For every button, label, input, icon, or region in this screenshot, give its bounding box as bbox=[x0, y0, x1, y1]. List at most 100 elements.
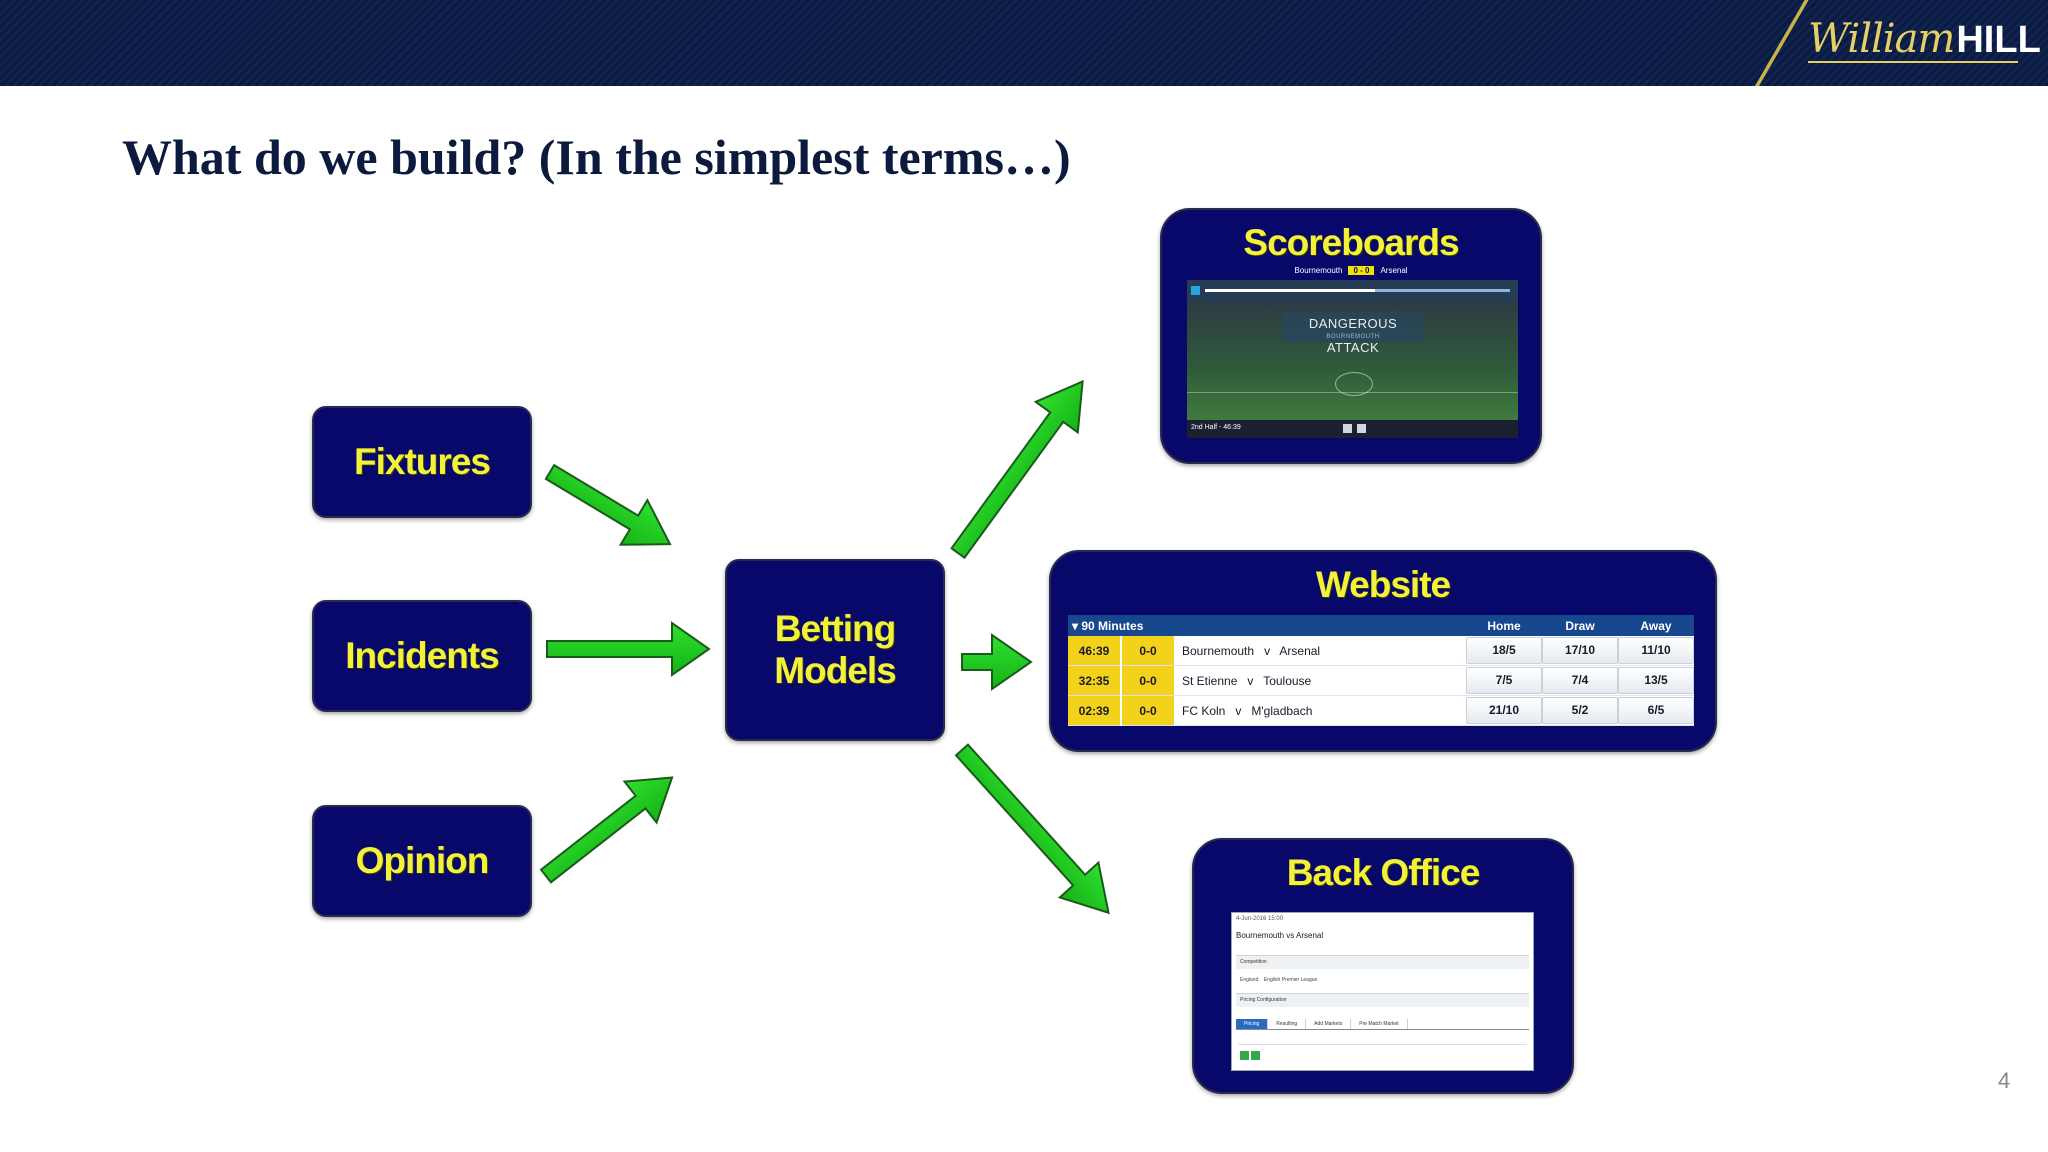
header-period: ▾ 90 Minutes bbox=[1068, 615, 1466, 636]
back-office-title: Back Office bbox=[1286, 852, 1481, 893]
odds-table-header: ▾ 90 Minutes Home Draw Away bbox=[1068, 615, 1694, 636]
event-name: Bournemouth vs Arsenal bbox=[1236, 931, 1324, 940]
input-label-incidents: Incidents bbox=[345, 635, 499, 676]
row-home: Bournemouth bbox=[1182, 643, 1255, 658]
row-home: FC Koln bbox=[1182, 703, 1226, 718]
filter-icon bbox=[1191, 286, 1200, 295]
odds-draw-cell[interactable]: 5/2 bbox=[1542, 695, 1618, 726]
row-match: Bournemouth v Arsenal bbox=[1174, 636, 1466, 666]
row-v: v bbox=[1264, 643, 1271, 658]
odds-away-cell[interactable]: 13/5 bbox=[1618, 665, 1694, 696]
row-score: 0-0 bbox=[1120, 636, 1174, 666]
betting-models-line1: Betting bbox=[774, 608, 896, 649]
odds-home[interactable]: 21/10 bbox=[1466, 697, 1542, 724]
odds-home-cell[interactable]: 21/10 bbox=[1466, 695, 1542, 726]
event-date: 4-Jun-2016 15:00 bbox=[1236, 916, 1284, 922]
input-label-fixtures: Fixtures bbox=[354, 441, 491, 482]
william-hill-logo: William HILL bbox=[1808, 16, 2041, 64]
scoreboards-title: Scoreboards bbox=[1243, 222, 1459, 263]
logo-underline bbox=[1808, 61, 2018, 63]
live-score: 0 - 0 bbox=[1348, 266, 1375, 275]
header-bar bbox=[0, 0, 2048, 86]
header-home: Home bbox=[1466, 615, 1542, 636]
back-office-buttons bbox=[1240, 1051, 1260, 1060]
output-box-website: Website ▾ 90 Minutes Home Draw Away 46:3… bbox=[1049, 550, 1717, 752]
add-button[interactable] bbox=[1240, 1051, 1249, 1060]
row-away: Toulouse bbox=[1263, 673, 1312, 688]
match-clock: 2nd Half - 46:39 bbox=[1191, 424, 1241, 431]
input-box-opinion: Opinion bbox=[312, 805, 532, 917]
row-home: St Etienne bbox=[1182, 673, 1238, 688]
odds-draw[interactable]: 7/4 bbox=[1542, 667, 1618, 694]
timeline-progress bbox=[1205, 289, 1375, 292]
odds-home[interactable]: 18/5 bbox=[1466, 637, 1542, 664]
scoreboard-teams: Bournemouth 0 - 0 Arsenal bbox=[1162, 266, 1540, 275]
home-team: Bournemouth bbox=[1294, 266, 1343, 275]
odds-draw[interactable]: 17/10 bbox=[1542, 637, 1618, 664]
page-number: 4 bbox=[1998, 1068, 2011, 1093]
row-clock: 46:39 bbox=[1068, 636, 1121, 666]
tab-pricing[interactable]: Pricing bbox=[1236, 1019, 1269, 1029]
country-value: England bbox=[1240, 977, 1259, 983]
event-banner: DANGEROUS ATTACK BOURNEMOUTH bbox=[1283, 312, 1423, 355]
input-box-fixtures: Fixtures bbox=[312, 406, 532, 518]
arrow-models-to-website bbox=[961, 633, 1033, 691]
row-score: 0-0 bbox=[1120, 665, 1174, 696]
odds-draw-cell[interactable]: 17/10 bbox=[1542, 636, 1618, 666]
row-away: M'gladbach bbox=[1251, 703, 1313, 718]
odds-home-cell[interactable]: 7/5 bbox=[1466, 665, 1542, 696]
event-team: BOURNEMOUTH bbox=[1326, 334, 1380, 340]
arrow-incidents-to-models bbox=[546, 621, 711, 677]
arrow-fixtures-to-models bbox=[544, 463, 672, 546]
slide-title: What do we build? (In the simplest terms… bbox=[122, 129, 1071, 185]
tab-pre-match-market[interactable]: Pre Match Market bbox=[1351, 1019, 1408, 1029]
arrow-opinion-to-models bbox=[539, 776, 674, 884]
betting-models-box: Betting Models bbox=[725, 559, 945, 741]
scoreboard-preview: DANGEROUS ATTACK BOURNEMOUTH 2nd Half - … bbox=[1187, 280, 1518, 438]
row-v: v bbox=[1247, 673, 1254, 688]
header-away: Away bbox=[1618, 615, 1694, 636]
pricing-fields bbox=[1238, 1034, 1527, 1045]
row-clock: 02:39 bbox=[1068, 695, 1121, 726]
tab-add-markets[interactable]: Add Markets bbox=[1306, 1019, 1352, 1029]
logo-bold-text: HILL bbox=[1956, 19, 2041, 61]
arrow-models-to-back-office bbox=[954, 743, 1110, 915]
odds-draw-cell[interactable]: 7/4 bbox=[1542, 665, 1618, 696]
back-office-preview: 4-Jun-2016 15:00 Bournemouth vs Arsenal … bbox=[1231, 912, 1534, 1071]
competition-section: Competition bbox=[1236, 955, 1529, 969]
period-label: 90 Minutes bbox=[1081, 618, 1144, 633]
scoreboard-timeline bbox=[1187, 280, 1518, 302]
chat-icon bbox=[1357, 424, 1366, 433]
input-label-opinion: Opinion bbox=[355, 840, 490, 881]
table-row[interactable]: 02:39 0-0 FC Koln v M'gladbach 21/10 5/2… bbox=[1068, 695, 1694, 726]
tab-resulting[interactable]: Resulting bbox=[1268, 1019, 1307, 1029]
table-row[interactable]: 32:35 0-0 St Etienne v Toulouse 7/5 7/4 … bbox=[1068, 665, 1694, 696]
league-value: English Premier League bbox=[1263, 977, 1318, 983]
table-row[interactable]: 46:39 0-0 Bournemouth v Arsenal 18/5 17/… bbox=[1068, 636, 1694, 666]
odds-table: ▾ 90 Minutes Home Draw Away 46:39 0-0 Bo… bbox=[1068, 615, 1694, 726]
grid-icon bbox=[1343, 424, 1352, 433]
odds-away-cell[interactable]: 11/10 bbox=[1618, 636, 1694, 666]
row-match: FC Koln v M'gladbach bbox=[1174, 695, 1466, 726]
play-button[interactable] bbox=[1251, 1051, 1260, 1060]
row-clock: 32:35 bbox=[1068, 665, 1121, 696]
odds-home-cell[interactable]: 18/5 bbox=[1466, 636, 1542, 666]
input-box-incidents: Incidents bbox=[312, 600, 532, 712]
odds-away-cell[interactable]: 6/5 bbox=[1618, 695, 1694, 726]
output-box-scoreboards: Scoreboards DANGEROUS ATTACK BOURNEMOUTH… bbox=[1160, 208, 1542, 464]
scoreboard-footer: 2nd Half - 46:39 bbox=[1187, 420, 1518, 438]
scoreboard-pitch: DANGEROUS ATTACK BOURNEMOUTH bbox=[1187, 302, 1518, 420]
logo-script-text: William bbox=[1808, 16, 1955, 62]
row-v: v bbox=[1235, 703, 1242, 718]
row-away: Arsenal bbox=[1279, 643, 1321, 658]
pricing-section: Pricing Configuration bbox=[1236, 993, 1529, 1007]
odds-home[interactable]: 7/5 bbox=[1466, 667, 1542, 694]
odds-away[interactable]: 13/5 bbox=[1618, 667, 1694, 694]
odds-draw[interactable]: 5/2 bbox=[1542, 697, 1618, 724]
odds-away[interactable]: 11/10 bbox=[1618, 637, 1694, 664]
odds-away[interactable]: 6/5 bbox=[1618, 697, 1694, 724]
row-match: St Etienne v Toulouse bbox=[1174, 665, 1466, 696]
row-score: 0-0 bbox=[1120, 695, 1174, 726]
output-box-back-office: Back Office 4-Jun-2016 15:00 Bournemouth… bbox=[1192, 838, 1574, 1094]
